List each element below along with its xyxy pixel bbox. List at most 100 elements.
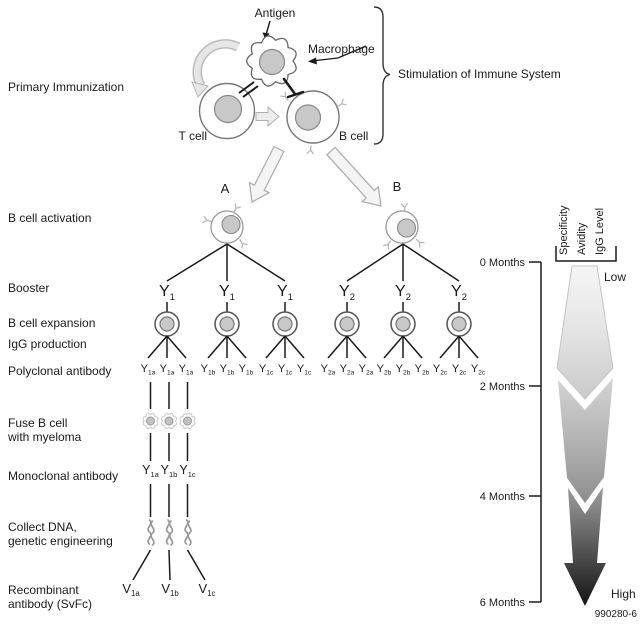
quality-axis-section: Specificity Avidity IgG Level Low High bbox=[555, 205, 636, 606]
activation-fan-lines bbox=[166, 243, 460, 282]
booster-antibody-label: Y1 bbox=[277, 283, 293, 303]
stage-label-polyclonal-antibody: Polyclonal antibody bbox=[8, 364, 112, 378]
branch-a-arrow-icon bbox=[248, 145, 285, 203]
column-lines-4 bbox=[132, 549, 206, 581]
b-cell-label: B cell bbox=[339, 129, 368, 143]
polyclonal-antibody-label: Y1a bbox=[141, 363, 156, 377]
recombinant-antibody-labels: V1a V1b V1c bbox=[122, 581, 215, 598]
recombinant-antibody-label: V1c bbox=[199, 581, 216, 598]
stage-label-fuse-b-cell: Fuse B cell with myeloma bbox=[8, 416, 82, 444]
timeline-tick-label: 4 Months bbox=[480, 491, 526, 503]
branch-a-label: A bbox=[221, 181, 230, 196]
activated-b-cell-b-nucleus bbox=[396, 218, 417, 238]
dna-squiggle-icon bbox=[147, 519, 155, 546]
monoclonal-antibody-label: Y1a bbox=[142, 463, 160, 479]
timeline-tick-label: 6 Months bbox=[480, 597, 526, 609]
polyclonal-antibody-label: Y1a bbox=[179, 363, 194, 377]
column-lines-3 bbox=[149, 484, 189, 517]
macrophage-pointer-arrow-icon bbox=[308, 45, 367, 65]
polyclonal-antibody-label: Y1b bbox=[239, 363, 254, 377]
t-cell-label: T cell bbox=[179, 129, 207, 143]
receptor-icon bbox=[236, 237, 248, 249]
polyclonal-antibody-label: Y2b bbox=[377, 363, 392, 377]
timeline-tick-label: 0 Months bbox=[480, 257, 526, 269]
polyclonal-antibody-label: Y1c bbox=[297, 363, 312, 377]
polyclonal-antibody-label: Y2b bbox=[415, 363, 430, 377]
quality-axis-label: Specificity bbox=[558, 205, 570, 255]
activation-cycle-arrow-icon bbox=[191, 39, 241, 98]
expanded-b-cell bbox=[446, 311, 472, 337]
expanded-b-cell bbox=[334, 311, 360, 337]
figure-id: 990280-6 bbox=[595, 609, 638, 620]
dna-squiggle-icon bbox=[165, 519, 174, 546]
polyclonal-antibody-label: Y1b bbox=[201, 363, 216, 377]
stimulation-brace bbox=[373, 6, 391, 145]
fused-hybridoma-cell bbox=[179, 412, 196, 430]
macrophage-b-cell-bond bbox=[282, 77, 305, 99]
fused-hybridoma-cell bbox=[142, 412, 159, 430]
dna-squiggle-icon bbox=[184, 519, 192, 546]
quality-low-label: Low bbox=[604, 270, 626, 284]
gradient-arrow-segment-3 bbox=[564, 487, 606, 606]
booster-stems bbox=[166, 302, 460, 312]
branch-b-arrow-icon bbox=[326, 146, 382, 207]
expanded-b-cell bbox=[272, 311, 298, 337]
booster-antibody-label: Y1 bbox=[219, 283, 235, 303]
stage-label-b-cell-activation: B cell activation bbox=[8, 211, 92, 225]
recombinant-antibody-label: V1a bbox=[122, 581, 140, 598]
polyclonal-antibody-label: Y1c bbox=[259, 363, 274, 377]
polyclonal-antibody-label: Y2c bbox=[471, 363, 486, 377]
monoclonal-antibody-label: Y1b bbox=[161, 463, 178, 479]
polyclonal-antibody-label: Y1b bbox=[220, 363, 235, 377]
macrophage-nucleus bbox=[258, 48, 286, 76]
polyclonal-antibody-label: Y2a bbox=[340, 363, 355, 377]
quality-high-label: High bbox=[611, 587, 636, 601]
branch-b-label: B bbox=[393, 179, 402, 194]
macrophage-label: Macrophage bbox=[308, 42, 375, 56]
monoclonal-antibody-label: Y1c bbox=[179, 463, 196, 479]
stage-label-primary-immunization: Primary Immunization bbox=[8, 80, 125, 94]
expanded-b-cell bbox=[390, 311, 416, 337]
b-cell-nucleus bbox=[294, 104, 322, 131]
polyclonal-antibody-label: Y1c bbox=[278, 363, 293, 377]
timeline-tick-label: 2 Months bbox=[480, 381, 526, 393]
expanded-b-cell bbox=[214, 311, 240, 337]
expansion-fan-lines bbox=[147, 335, 479, 359]
b-cell-receptor-icon bbox=[335, 98, 347, 110]
stage-label-booster: Booster bbox=[8, 281, 50, 295]
b-cell-activation-section: A B bbox=[166, 145, 460, 282]
stage-label-b-cell-expansion: B cell expansion bbox=[8, 316, 96, 330]
fused-hybridoma-cell bbox=[160, 412, 178, 430]
quality-axis-label: IgG Level bbox=[594, 208, 606, 255]
quality-axis-bracket bbox=[555, 246, 617, 262]
polyclonal-antibody-label: Y2c bbox=[433, 363, 448, 377]
quality-axis-label: Avidity bbox=[576, 222, 588, 255]
recombinant-antibody-label: V1b bbox=[161, 581, 179, 598]
timeline-ticks: 0 Months 2 Months 4 Months 6 Months bbox=[480, 257, 541, 609]
polyclonal-antibody-label: Y2b bbox=[396, 363, 411, 377]
activated-b-cell-a-nucleus bbox=[221, 214, 241, 235]
gradient-arrow-segment-2 bbox=[558, 378, 613, 503]
booster-antibody-label: Y2 bbox=[395, 283, 411, 303]
b-cell-receptor-icon bbox=[306, 145, 315, 155]
t-cell-macrophage-bond bbox=[238, 81, 259, 98]
stage-label-recombinant: Recombinant antibody (SvFc) bbox=[8, 583, 93, 611]
antigen-label: Antigen bbox=[255, 6, 296, 20]
receptor-icon bbox=[202, 215, 213, 226]
stimulation-title: Stimulation of Immune System bbox=[398, 67, 561, 81]
receptor-icon bbox=[383, 238, 394, 250]
timeline-axis: 0 Months 2 Months 4 Months 6 Months bbox=[480, 257, 542, 609]
polyclonal-antibody-label: Y2a bbox=[359, 363, 374, 377]
stage-label-monoclonal-antibody: Monoclonal antibody bbox=[8, 469, 119, 483]
gradient-arrow-segment-1 bbox=[556, 265, 614, 400]
t-to-b-arrow-icon bbox=[255, 105, 280, 128]
polyclonal-antibody-label: Y2c bbox=[452, 363, 467, 377]
booster-antibody-label: Y2 bbox=[339, 283, 355, 303]
polyclonal-antibody-label: Y2a bbox=[321, 363, 336, 377]
primary-immunization-section: Antigen Macrophage T cell B cell bbox=[179, 6, 561, 155]
